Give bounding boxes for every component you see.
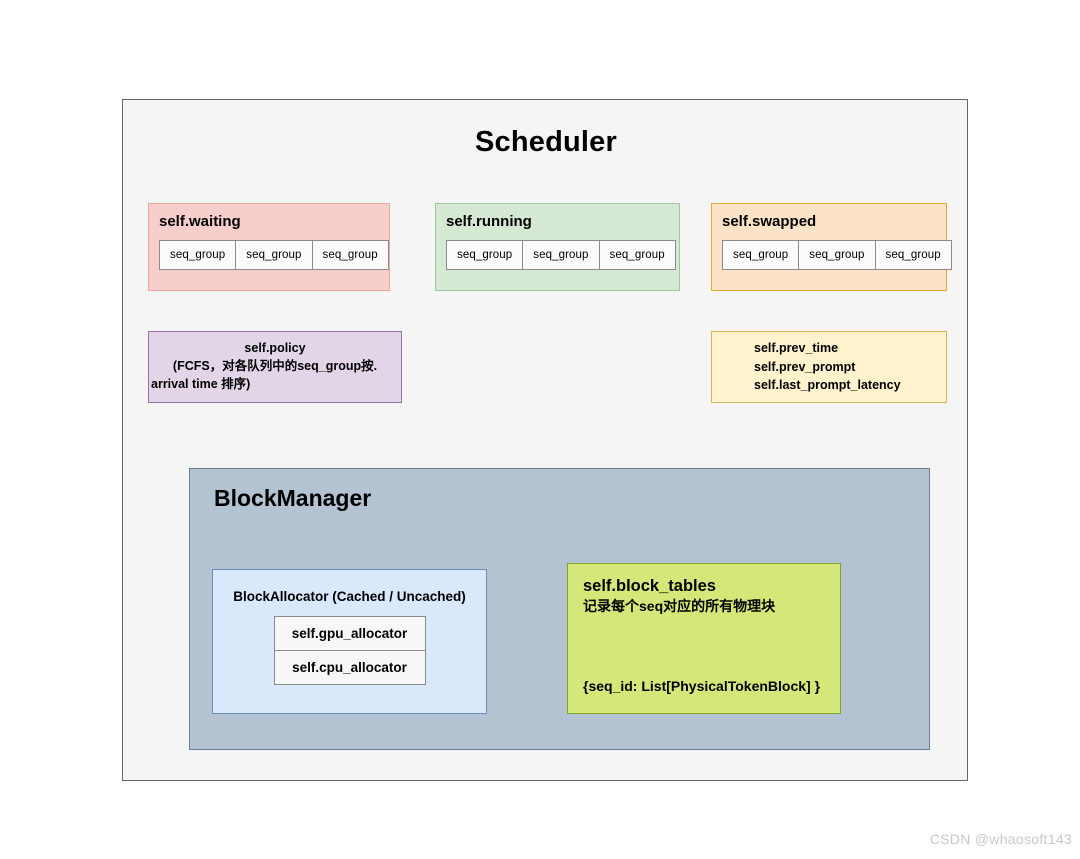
seq-group-cell: seq_group <box>875 240 951 269</box>
queue-box-swapped: self.swapped seq_group seq_group seq_gro… <box>711 203 952 291</box>
allocator-list: self.gpu_allocator self.cpu_allocator <box>273 616 426 685</box>
queue-box-waiting: self.waiting seq_group seq_group seq_gro… <box>148 203 390 291</box>
seq-group-cell: seq_group <box>799 240 876 269</box>
seq-group-cell: seq_group <box>599 240 675 269</box>
timing-field-last-prompt-latency: self.last_prompt_latency <box>754 378 901 393</box>
scheduler-panel: Scheduler self.waiting seq_group seq_gro… <box>122 99 968 781</box>
seq-group-cell: seq_group <box>447 240 524 269</box>
policy-title: self.policy <box>244 341 306 355</box>
seq-group-row-running: seq_group seq_group seq_group <box>446 239 676 270</box>
timing-fields-box: self.prev_time self.prev_prompt self.las… <box>711 331 947 403</box>
queue-title-running: self.running <box>446 213 532 230</box>
policy-description-line-2: arrival time 排序) <box>151 376 251 391</box>
allocator-item-cpu: self.cpu_allocator <box>292 660 407 675</box>
seq-group-cell: seq_group <box>723 240 800 269</box>
block-allocator-title: BlockAllocator (Cached / Uncached) <box>233 589 466 604</box>
block-manager-title: BlockManager <box>214 485 372 511</box>
timing-field-prev-time: self.prev_time <box>754 341 839 356</box>
page-title: Scheduler <box>474 126 617 158</box>
block-tables-dict-signature: {seq_id: List[PhysicalTokenBlock] } <box>583 678 821 694</box>
seq-group-cell: seq_group <box>312 240 388 269</box>
block-tables-subtitle: 记录每个seq对应的所有物理块 <box>583 597 776 614</box>
block-tables-box: self.block_tables 记录每个seq对应的所有物理块 {seq_i… <box>567 563 841 714</box>
seq-group-cell: seq_group <box>160 240 237 269</box>
watermark: CSDN @whaosoft143 <box>929 831 1072 847</box>
seq-group-row-swapped: seq_group seq_group seq_group <box>722 239 952 270</box>
queue-title-waiting: self.waiting <box>159 213 241 230</box>
block-manager-box: BlockManager BlockAllocator (Cached / Un… <box>189 468 930 750</box>
block-allocator-box: BlockAllocator (Cached / Uncached) self.… <box>212 569 487 714</box>
timing-field-prev-prompt: self.prev_prompt <box>754 359 856 374</box>
queue-box-running: self.running seq_group seq_group seq_gro… <box>435 203 680 291</box>
block-tables-title: self.block_tables <box>583 577 716 595</box>
queue-title-swapped: self.swapped <box>722 213 817 230</box>
policy-description-line-1: (FCFS，对各队列中的seq_group按. <box>172 358 378 373</box>
allocator-item-gpu: self.gpu_allocator <box>274 617 425 651</box>
seq-group-cell: seq_group <box>523 240 600 269</box>
seq-group-row-waiting: seq_group seq_group seq_group <box>159 239 389 270</box>
policy-box: self.policy (FCFS，对各队列中的seq_group按. arri… <box>148 331 402 403</box>
seq-group-cell: seq_group <box>236 240 313 269</box>
